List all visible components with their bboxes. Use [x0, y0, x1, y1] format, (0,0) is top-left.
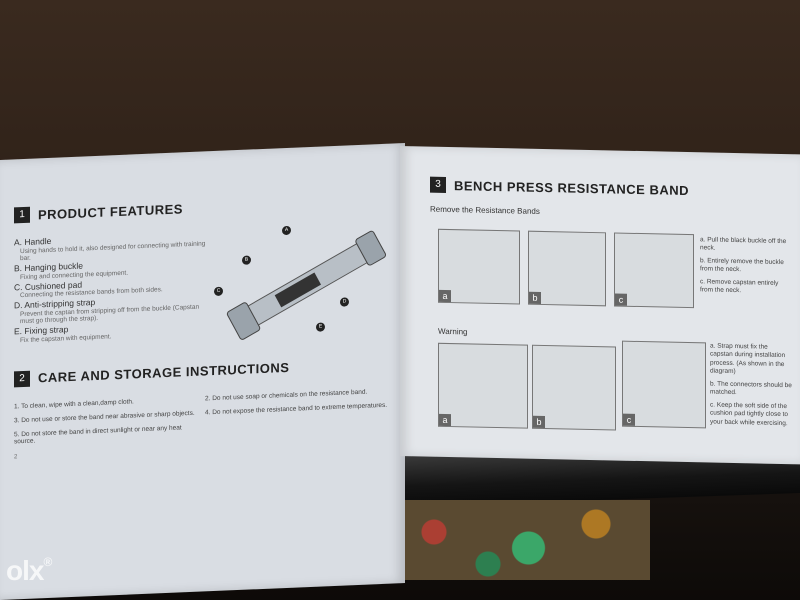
care-item: 2. Do not use soap or chemicals on the r…: [205, 388, 368, 402]
right-page: 3 BENCH PRESS RESISTANCE BAND Remove the…: [400, 146, 800, 465]
remove-image-a: a: [438, 228, 520, 305]
image-label: a: [439, 413, 451, 427]
section-title: BENCH PRESS RESISTANCE BAND: [454, 177, 690, 198]
remove-steps: a. Pull the black buckle off the neck. b…: [700, 236, 790, 297]
section-3-header: 3 BENCH PRESS RESISTANCE BAND: [430, 176, 795, 201]
care-item: 3. Do not use or store the band near abr…: [14, 409, 195, 424]
warning-image-b: b: [532, 344, 616, 431]
warning-steps: a. Strap must fix the capstan during ins…: [710, 342, 792, 428]
warning-image-c: c: [622, 340, 706, 429]
warning-step: c. Keep the soft side of the cushion pad…: [710, 401, 789, 427]
remove-step: a. Pull the black buckle off the neck.: [700, 236, 787, 253]
remove-step: c. Remove capstan entirely from the neck…: [700, 278, 779, 295]
camo-fabric: [380, 500, 650, 580]
remove-heading: Remove the Resistance Bands: [430, 204, 540, 216]
image-label: c: [615, 293, 627, 306]
warning-heading: Warning: [438, 326, 468, 337]
image-label: b: [529, 291, 541, 304]
warning-step: b. The connectors should be matched.: [710, 380, 792, 397]
remove-step: b. Entirely remove the buckle from the n…: [700, 257, 784, 274]
care-item: 4. Do not expose the resistance band to …: [205, 401, 388, 416]
image-label: a: [439, 289, 451, 303]
section-number: 3: [430, 176, 446, 193]
watermark-registered-mark: ®: [43, 555, 52, 569]
image-label: b: [533, 415, 545, 429]
section-title: PRODUCT FEATURES: [38, 200, 183, 222]
care-item: 5. Do not store the band in direct sunli…: [14, 423, 182, 445]
warning-image-a: a: [438, 342, 528, 429]
section-2-header: 2 CARE AND STORAGE INSTRUCTIONS: [14, 355, 394, 387]
product-diagram: [226, 230, 387, 340]
watermark-text: olx: [6, 555, 44, 586]
olx-watermark: olx®: [6, 555, 52, 587]
warning-step: a. Strap must fix the capstan during ins…: [710, 342, 786, 376]
section-title: CARE AND STORAGE INSTRUCTIONS: [38, 359, 290, 386]
remove-image-b: b: [528, 230, 606, 307]
care-item: 1. To clean, wipe with a clean,damp clot…: [14, 397, 134, 410]
image-label: c: [623, 413, 635, 426]
remove-image-c: c: [614, 232, 694, 309]
section-number: 1: [14, 206, 30, 224]
section-number: 2: [14, 370, 30, 387]
section-1-header: 1 PRODUCT FEATURES: [14, 191, 394, 224]
